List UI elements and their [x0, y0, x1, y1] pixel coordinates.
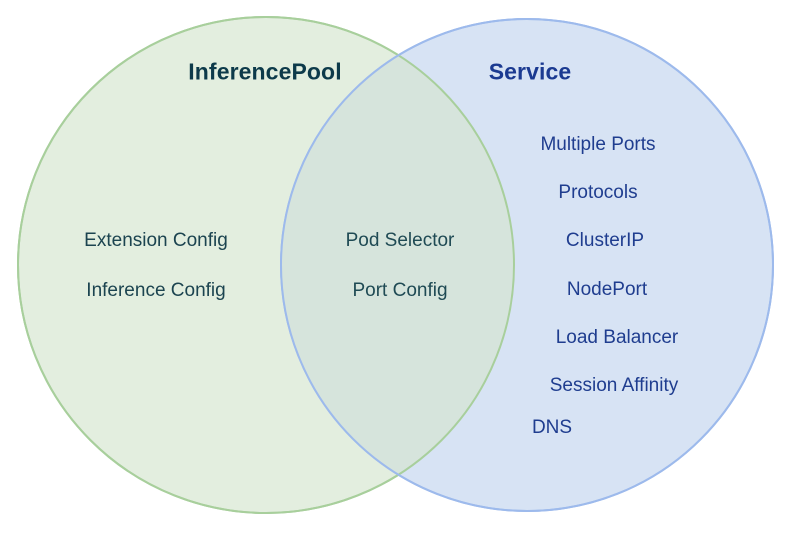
circle-overlap-region — [281, 19, 514, 511]
right-circle-outline — [280, 18, 774, 512]
left-circle-outline — [17, 16, 515, 514]
